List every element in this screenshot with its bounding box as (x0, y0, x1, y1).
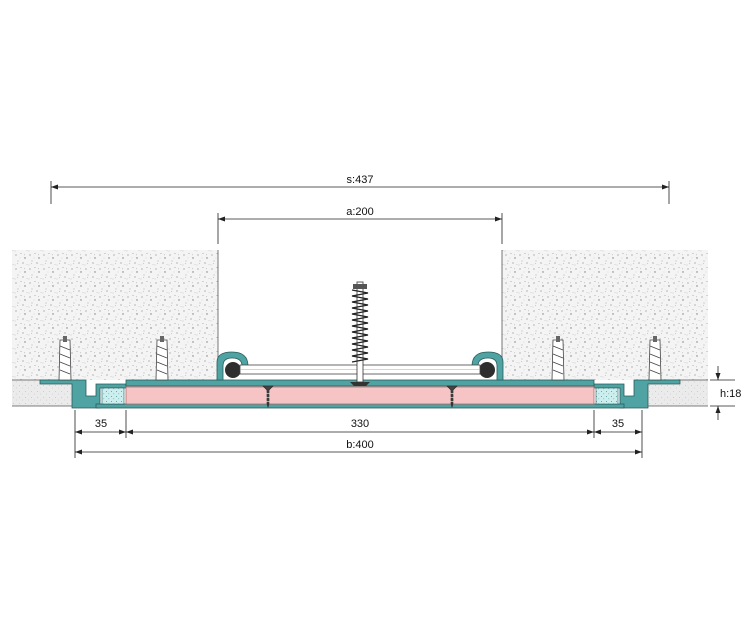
screw-left (262, 385, 274, 408)
mortar-bed-right (595, 387, 619, 405)
anchor-bolt-2 (155, 336, 169, 381)
screw-right (446, 385, 458, 408)
mortar-bed-left (101, 387, 125, 405)
anchor-bolt-4 (648, 336, 662, 381)
dimension-center-label: 330 (351, 418, 369, 430)
dimension-left-flange-label: 35 (95, 418, 107, 430)
anchor-bolt-3 (551, 336, 565, 381)
elastomer-pad (125, 386, 595, 405)
dimension-h-label: h:18 (720, 388, 741, 400)
dimension-a: a:200 (217, 206, 503, 244)
dimension-a-label: a:200 (346, 206, 374, 218)
concrete-slab-left (12, 250, 219, 380)
dimension-bottom-chain: 35 330 35 (74, 410, 643, 458)
centering-spring (350, 281, 370, 386)
dimension-b: b:400 (75, 439, 642, 455)
dimension-s: s:437 (50, 174, 670, 204)
anchor-bolt-1 (58, 336, 72, 381)
dimension-b-label: b:400 (346, 439, 374, 451)
concrete-slab-right (501, 250, 708, 380)
gland-holder-left (216, 351, 249, 381)
dimension-right-flange-label: 35 (612, 418, 624, 430)
dimension-h: h:18 (710, 366, 741, 420)
dimension-s-label: s:437 (347, 174, 374, 186)
